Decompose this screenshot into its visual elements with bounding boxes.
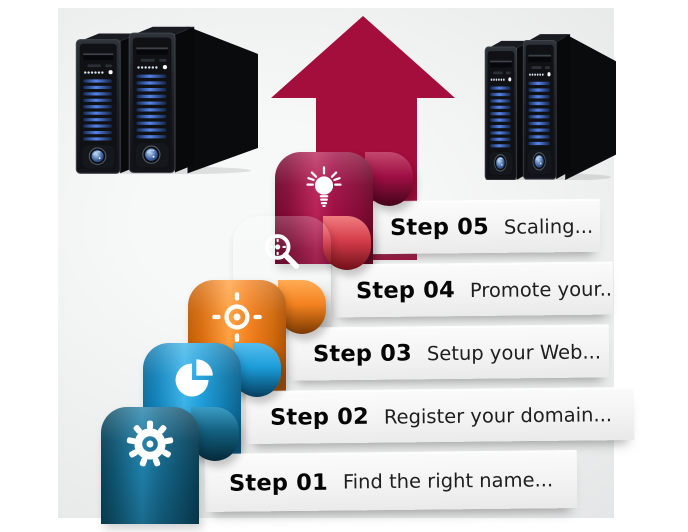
step-bar-4: Step 04 Promote your... — [331, 261, 614, 318]
target-icon — [212, 292, 262, 342]
magnifier-icon — [264, 234, 300, 269]
step-description: Promote your... — [469, 276, 614, 302]
ribbon-curl — [278, 280, 326, 334]
ribbon-curl — [191, 407, 239, 461]
step-bar-1: Step 01 Find the right name... — [204, 450, 578, 512]
step-description: Setup your Web... — [426, 339, 602, 365]
step-label: Step 03 — [312, 340, 413, 368]
step-bar-2: Step 02 Register your domain... — [245, 386, 635, 445]
step-description: Scaling... — [503, 214, 594, 239]
step-bar-3: Step 03 Setup your Web... — [288, 324, 610, 381]
server-rack-left — [72, 24, 258, 174]
gear-icon — [126, 420, 174, 467]
pie-chart-icon — [175, 359, 213, 397]
ribbon-curl — [233, 343, 281, 397]
step-description: Find the right name... — [342, 468, 554, 494]
step-description: Register your domain... — [383, 402, 613, 429]
ribbon-curl — [365, 152, 413, 206]
ribbon-curl — [323, 216, 371, 270]
step-label: Step 01 — [228, 469, 329, 497]
server-rack-right — [482, 32, 616, 180]
step-label: Step 02 — [269, 403, 370, 431]
light-bulb-icon — [306, 166, 342, 208]
step-ribbon-1 — [101, 407, 239, 524]
